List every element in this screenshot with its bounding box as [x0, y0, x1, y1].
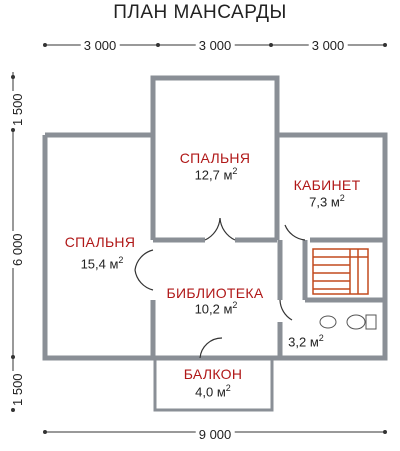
bathroom-fixtures	[319, 314, 377, 330]
room-name-bedroom-upper: СПАЛЬНЯ	[179, 150, 251, 166]
room-area-library: 10,2 м2	[194, 300, 238, 317]
staircase	[312, 248, 369, 295]
room-name-library: БИБЛИОТЕКА	[166, 285, 264, 301]
dimension-left-2: 6 000	[10, 231, 25, 268]
dimension-top-2: 3 000	[195, 38, 235, 53]
room-name-bedroom-left: СПАЛЬНЯ	[64, 234, 136, 250]
dimension-left-3: 1 500	[10, 371, 25, 408]
doors	[134, 217, 306, 359]
room-name-cabinet: КАБИНЕТ	[293, 177, 361, 193]
room-area-bedroom-upper: 12,7 м2	[194, 166, 238, 183]
plan-title: ПЛАН МАНСАРДЫ	[113, 2, 287, 23]
dimension-left-1: 1 500	[10, 91, 25, 128]
dimension-top-1: 3 000	[80, 38, 120, 53]
room-area-bedroom-left: 15,4 м2	[80, 255, 124, 272]
room-name-balcony: БАЛКОН	[183, 366, 243, 382]
dimension-bottom-total: 9 000	[195, 427, 235, 442]
room-area-bathroom: 3,2 м2	[288, 333, 324, 350]
room-area-balcony: 4,0 м2	[195, 383, 231, 400]
balcony-railing	[153, 358, 274, 412]
room-area-cabinet: 7,3 м2	[309, 193, 345, 210]
walls	[42, 75, 388, 361]
dimension-ticks	[11, 43, 387, 434]
dimension-top-3: 3 000	[308, 38, 348, 53]
